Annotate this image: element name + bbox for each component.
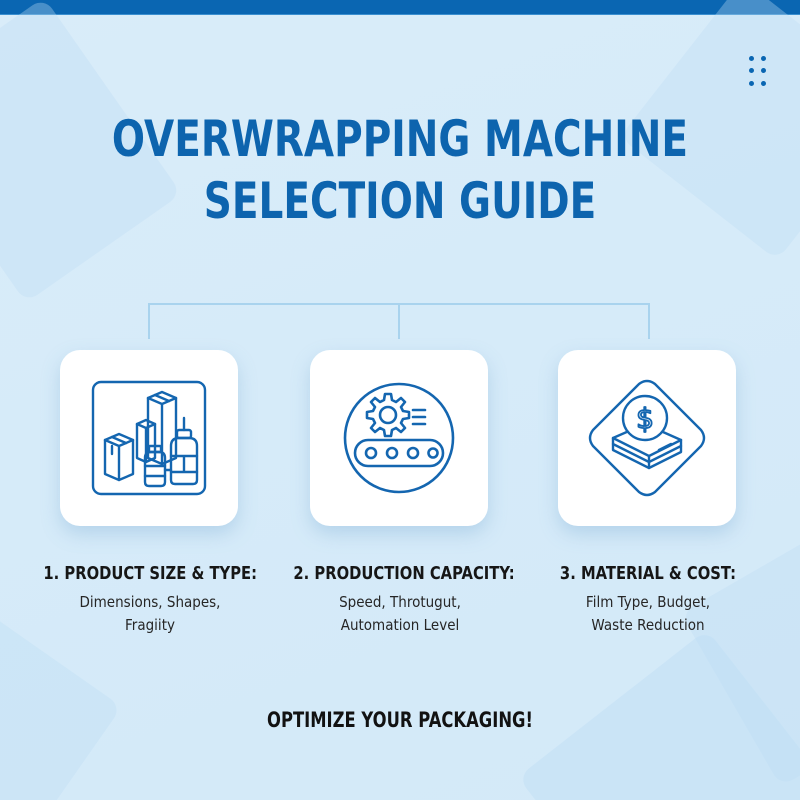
title-line-1: OVERWRAPPING MACHINE [111,110,689,168]
factor-description: Speed, Throtugut, Automation Level [283,591,517,637]
connector-line [398,303,400,339]
dot [761,56,766,61]
background-shape [0,609,122,800]
dot [749,56,754,61]
factor-desc-line: Waste Reduction [591,616,705,634]
title-line-2: SELECTION GUIDE [203,172,597,230]
dots-grid-icon[interactable] [749,56,767,86]
footer-tagline: OPTIMIZE YOUR PACKAGING! [267,708,533,732]
factor-desc-line: Speed, Throtugut, [339,593,461,611]
factor-desc-line: Dimensions, Shapes, [79,593,221,611]
dot [761,68,766,74]
factor-label-material-cost: 3. MATERIAL & COST: Film Type, Budget, W… [518,562,778,637]
gear-conveyor-icon [343,382,455,494]
connector-line [148,303,150,339]
dot [761,80,766,86]
factor-card-production [310,350,488,526]
page-title: OVERWRAPPING MACHINE SELECTION GUIDE [88,108,712,232]
top-accent-bar [0,0,800,15]
connector-line [648,303,650,339]
factor-card-material-cost: $ [558,350,736,526]
factor-title: 3. MATERIAL & COST: [559,563,737,584]
factor-desc-line: Automation Level [340,616,460,634]
dot [749,80,754,86]
factor-title: 1. PRODUCT SIZE & TYPE: [43,563,258,584]
factor-card-product [60,350,238,526]
factor-title: 2. PRODUCTION CAPACITY: [293,563,515,584]
dot [749,68,754,74]
factor-label-production: 2. PRODUCTION CAPACITY: Speed, Throtugut… [270,562,530,637]
money-coin-stack-icon: $ [588,379,706,497]
factor-desc-line: Fragiity [125,616,175,634]
svg-text:$: $ [636,402,654,435]
products-boxes-bottles-icon [91,380,207,496]
factor-description: Dimensions, Shapes, Fragiity [33,591,267,637]
factor-description: Film Type, Budget, Waste Reduction [531,591,765,637]
factor-desc-line: Film Type, Budget, [585,593,711,611]
factor-label-product: 1. PRODUCT SIZE & TYPE: Dimensions, Shap… [20,562,280,637]
